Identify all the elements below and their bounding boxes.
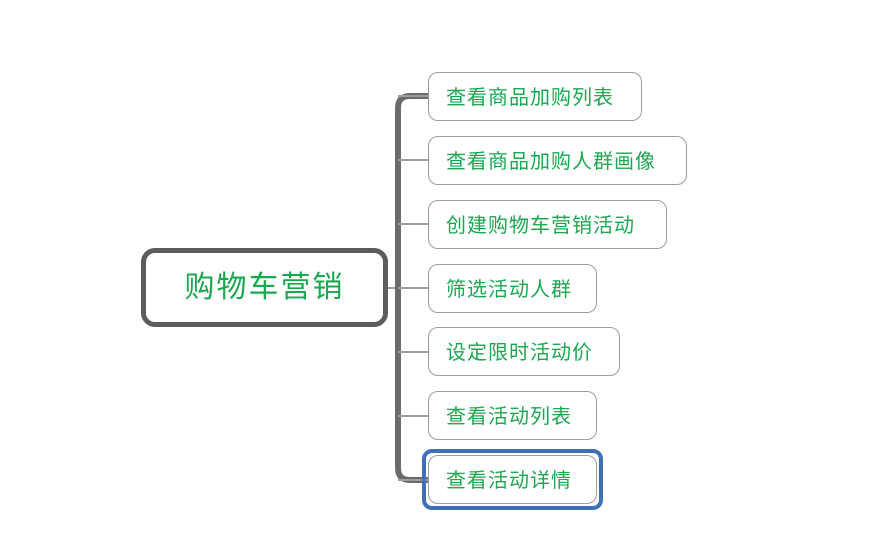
child-node-label: 查看商品加购人群画像 <box>446 148 656 173</box>
root-node[interactable]: 购物车营销 <box>141 248 388 327</box>
child-node-label: 筛选活动人群 <box>446 276 572 301</box>
root-node-label: 购物车营销 <box>184 269 345 305</box>
child-node-5[interactable]: 设定限时活动价 <box>428 327 620 376</box>
child-node-4[interactable]: 筛选活动人群 <box>428 264 597 313</box>
child-node-6[interactable]: 查看活动列表 <box>428 391 597 440</box>
child-node-2[interactable]: 查看商品加购人群画像 <box>428 136 687 185</box>
child-node-1[interactable]: 查看商品加购列表 <box>428 72 642 121</box>
child-node-label: 查看活动列表 <box>446 403 572 428</box>
child-node-label: 设定限时活动价 <box>446 339 593 364</box>
trunk-connector <box>395 93 428 483</box>
child-node-label: 查看活动详情 <box>446 467 572 492</box>
child-node-label: 查看商品加购列表 <box>446 84 614 109</box>
child-node-7[interactable]: 查看活动详情 <box>428 455 597 504</box>
child-node-3[interactable]: 创建购物车营销活动 <box>428 200 667 249</box>
child-node-label: 创建购物车营销活动 <box>446 212 635 237</box>
